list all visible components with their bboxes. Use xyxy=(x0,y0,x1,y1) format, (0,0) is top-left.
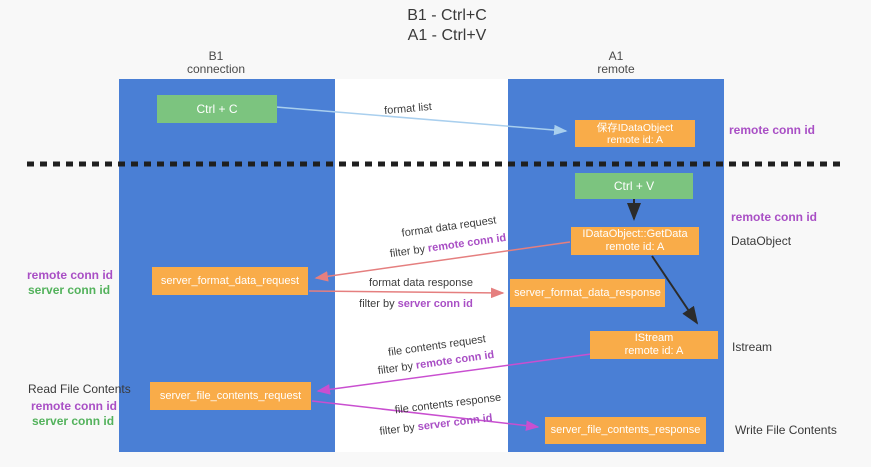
node-save-dataobject-line1: 保存IDataObject xyxy=(596,121,674,134)
node-file-request-label: server_file_contents_request xyxy=(159,389,302,402)
node-ctrl-c: Ctrl + C xyxy=(157,95,277,123)
annotation-remote-conn-id-top: remote conn id xyxy=(729,123,816,137)
edge-label-format-data-response-text: format data response xyxy=(369,277,473,289)
filter-by-text: filter by xyxy=(359,298,395,310)
node-server-file-contents-request: server_file_contents_request xyxy=(150,382,311,410)
node-ctrl-v-label: Ctrl + V xyxy=(613,178,655,193)
node-ctrl-v: Ctrl + V xyxy=(575,173,693,199)
node-ctrl-c-label: Ctrl + C xyxy=(196,101,238,116)
annotation-write-file-contents: Write File Contents xyxy=(735,423,837,437)
node-server-format-data-request: server_format_data_request xyxy=(152,267,308,295)
diagram-title: B1 - Ctrl+C A1 - Ctrl+V xyxy=(407,6,487,46)
node-format-response-label: server_format_data_response xyxy=(514,286,661,299)
annotation-istream: Istream xyxy=(732,340,773,354)
node-file-response-label: server_file_contents_response xyxy=(550,424,701,436)
annotation-server-conn-id-left1: server conn id xyxy=(28,283,111,297)
annotation-remote-conn-id-left1: remote conn id xyxy=(27,268,114,282)
annotation-read-file-contents: Read File Contents xyxy=(28,382,131,396)
node-server-file-contents-response: server_file_contents_response xyxy=(545,417,706,444)
node-idataobject-getdata: IDataObject::GetData remote id: A xyxy=(571,227,699,255)
lane-b1-name: B1 xyxy=(208,49,224,63)
node-getdata-line2: remote id: A xyxy=(605,241,665,253)
node-server-format-data-response: server_format_data_response xyxy=(510,279,665,307)
annotation-remote-conn-id-mid: remote conn id xyxy=(731,210,818,224)
lane-header-a1: A1 remote xyxy=(597,50,634,76)
annotation-dataobject: DataObject xyxy=(731,234,792,248)
server-conn-id-text: server conn id xyxy=(397,298,473,310)
lane-b1-role: connection xyxy=(186,62,246,76)
annotation-remote-conn-id-left2: remote conn id xyxy=(31,399,118,413)
node-save-dataobject: 保存IDataObject remote id: A xyxy=(575,120,695,147)
node-istream-line1: IStream xyxy=(634,332,674,344)
title-line-1: B1 - Ctrl+C xyxy=(407,7,487,24)
node-istream-line2: remote id: A xyxy=(624,345,684,357)
node-istream: IStream remote id: A xyxy=(590,331,718,359)
annotation-server-conn-id-left2: server conn id xyxy=(32,414,115,428)
node-save-dataobject-line2: remote id: A xyxy=(606,133,664,146)
lane-a1-role: remote xyxy=(597,62,635,76)
title-line-2: A1 - Ctrl+V xyxy=(407,27,487,44)
lane-header-b1: B1 connection xyxy=(187,50,245,76)
node-format-request-label: server_format_data_request xyxy=(160,274,300,287)
lane-a1-name: A1 xyxy=(608,49,624,63)
node-getdata-line1: IDataObject::GetData xyxy=(582,228,688,240)
edge-label-format-data-response: format data response xyxy=(369,277,473,289)
